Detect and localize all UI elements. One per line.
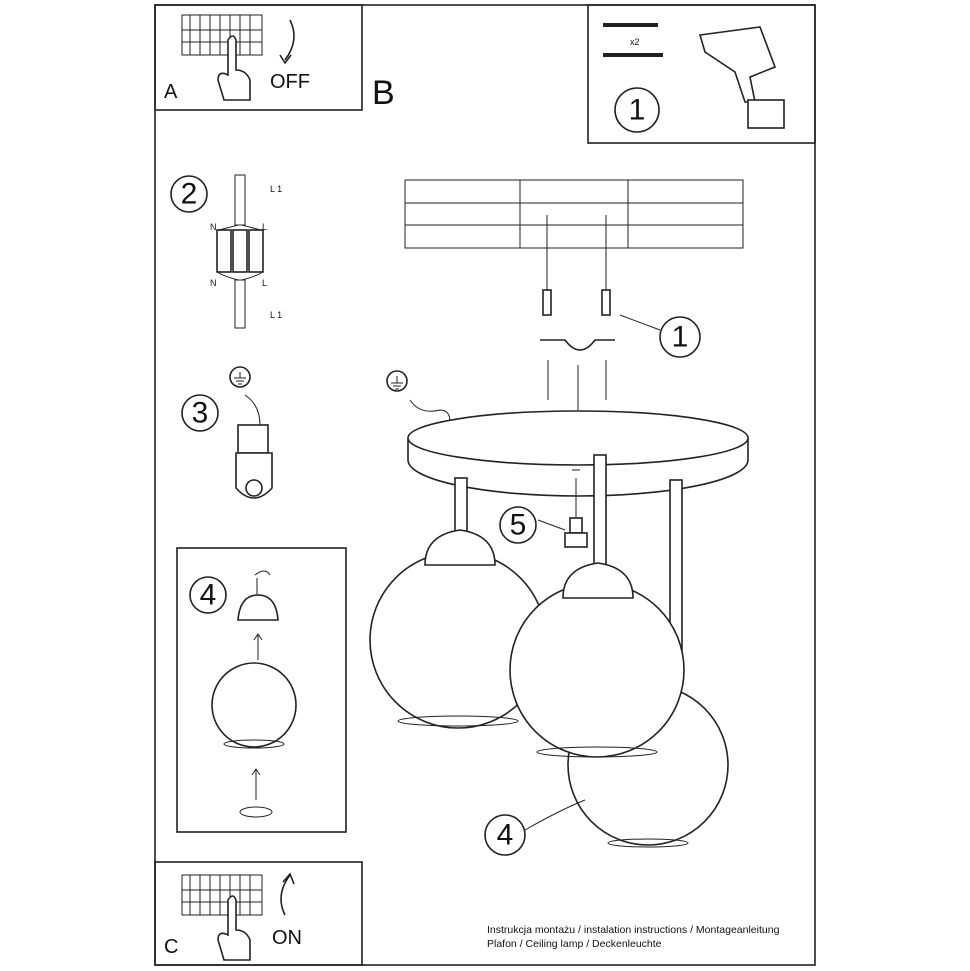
main-shade-step-number: 4 <box>497 819 514 852</box>
step-c-action: ON <box>272 927 302 949</box>
footer-title: Instrukcja montażu / instalation instruc… <box>487 924 780 936</box>
ground-symbol-icon <box>386 370 451 423</box>
outer-frame <box>154 4 816 966</box>
label-l1-bottom: L 1 <box>270 310 282 320</box>
fuse-box-icon-on <box>181 874 263 961</box>
label-l1-top: L 1 <box>270 184 282 194</box>
drill-icon <box>698 26 785 129</box>
panel-c-frame <box>154 861 363 966</box>
wiring-step-number: 2 <box>181 178 198 211</box>
bulb-step-number: 5 <box>510 509 527 542</box>
step-b-letter: B <box>372 74 395 112</box>
arrow-down-icon <box>284 19 295 61</box>
label-n-bottom: N <box>210 278 217 288</box>
quantity-label: x2 <box>630 37 640 47</box>
canopy-base <box>407 410 749 497</box>
step-circle <box>614 87 660 133</box>
fuse-box-icon <box>181 14 263 101</box>
ground-step-number: 3 <box>192 397 209 430</box>
step-a-letter: A <box>164 81 178 103</box>
lamp-shades <box>369 454 729 848</box>
label-n-top: N <box>210 222 217 232</box>
tools-step-number: 1 <box>629 94 646 127</box>
arrow-up-icon <box>280 874 291 916</box>
bulb-icon <box>564 469 588 548</box>
panel-4-frame <box>176 547 347 833</box>
mounting-bracket-icon <box>540 215 615 410</box>
label-l-top: L <box>262 222 267 232</box>
wall-plug-screw-icon <box>603 23 663 57</box>
bracket-step-number: 1 <box>672 321 689 354</box>
label-l-bottom: L <box>262 278 267 288</box>
panel-tools-frame <box>587 4 816 144</box>
step-a-action: OFF <box>270 71 310 93</box>
ground-terminal-icon <box>229 366 273 499</box>
shade-step-number: 4 <box>200 579 217 612</box>
step-c-letter: C <box>164 936 178 958</box>
panel-a-frame <box>154 4 363 111</box>
shade-assembly-icon <box>211 570 297 818</box>
footer-subtitle: Plafon / Ceiling lamp / Deckenleuchte <box>487 938 662 950</box>
terminal-block-icon <box>216 174 264 329</box>
ceiling-icon <box>404 179 744 249</box>
